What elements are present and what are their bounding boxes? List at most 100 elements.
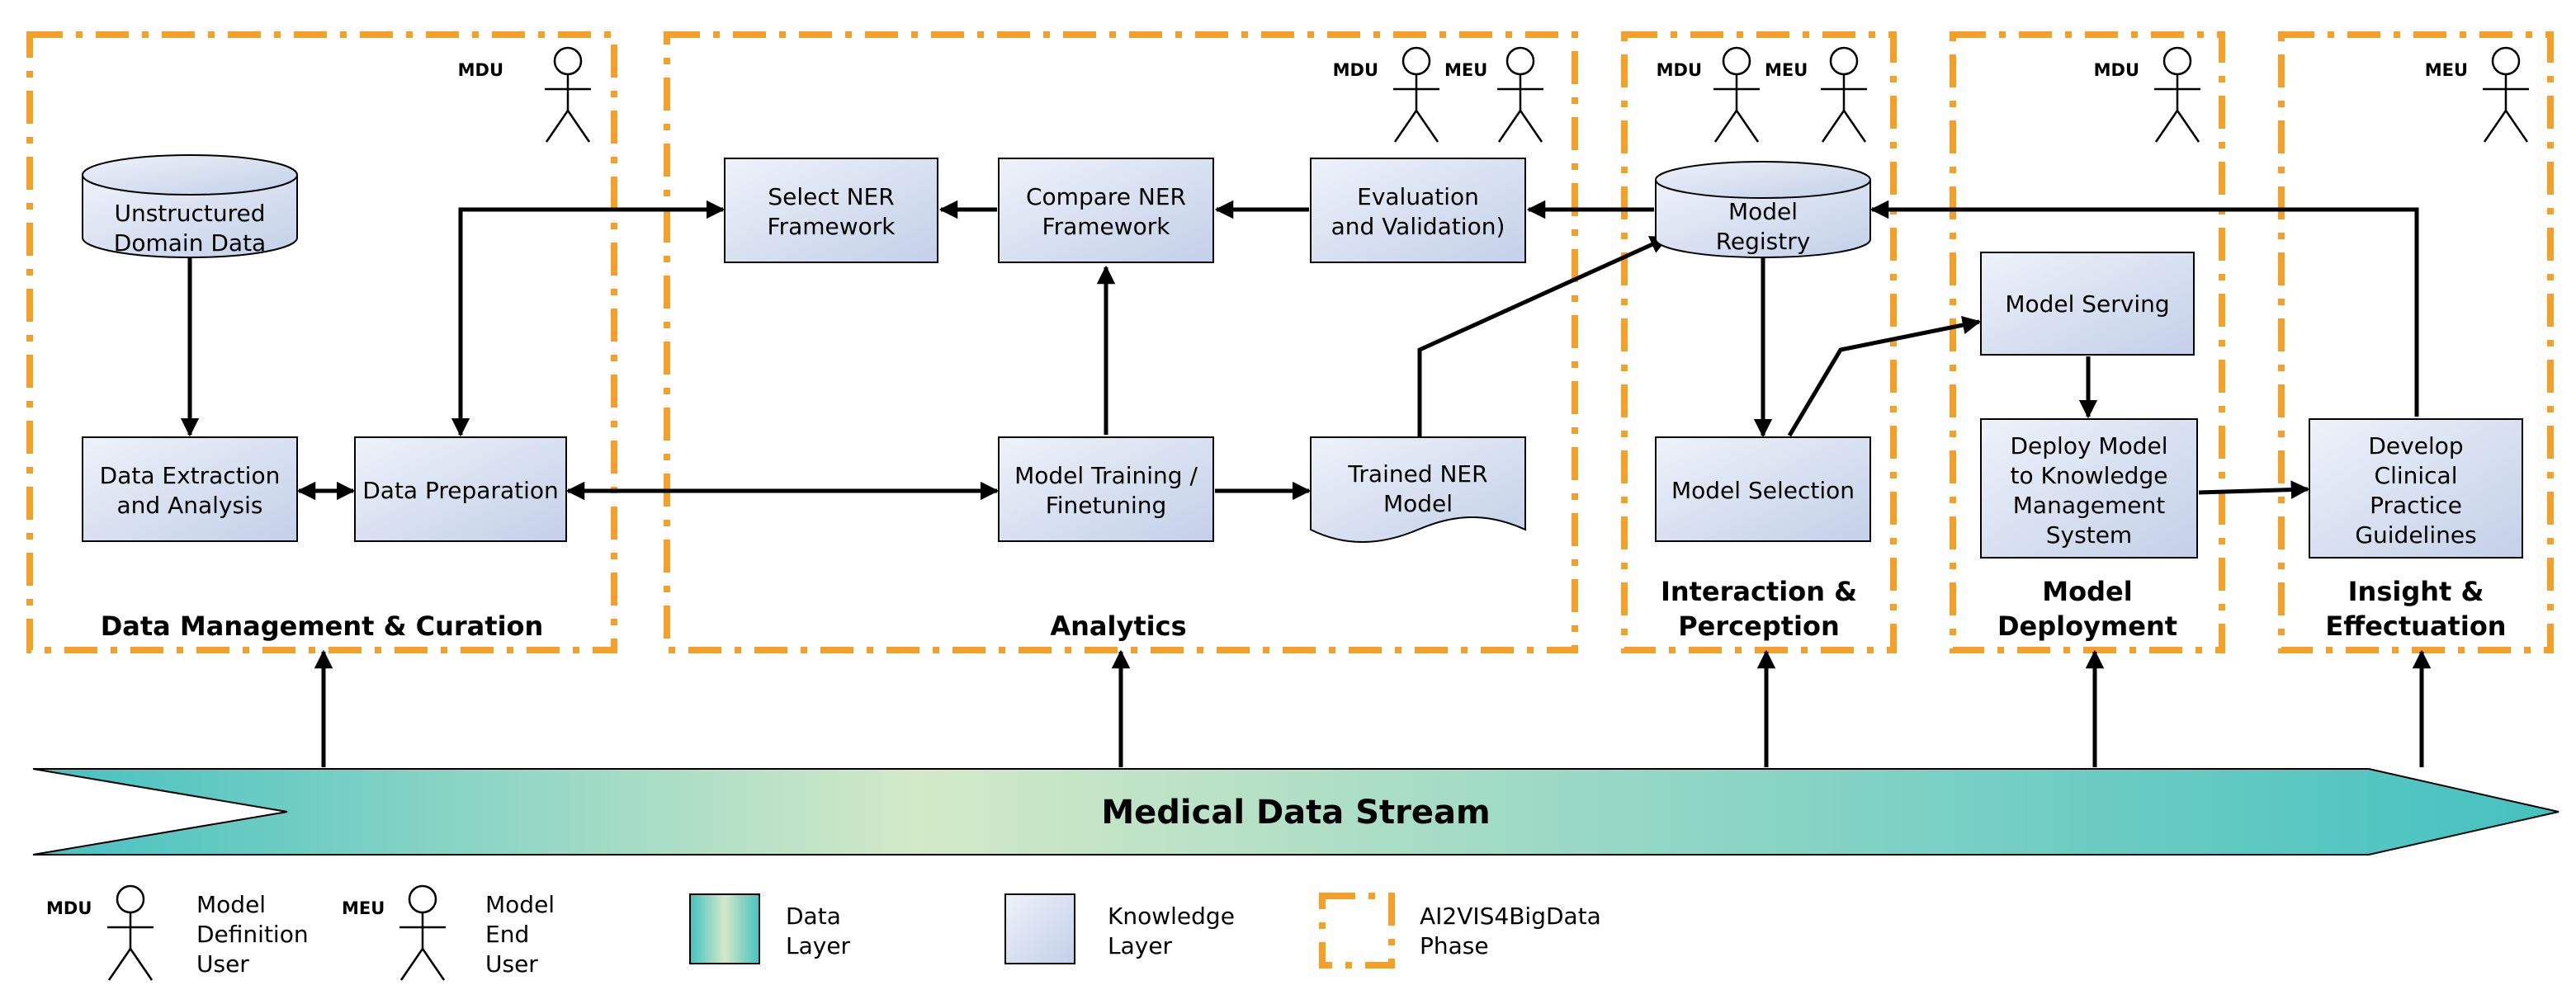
node-label: Select NER bbox=[768, 183, 894, 210]
legend-label-line-3: User bbox=[196, 950, 249, 978]
node-label: Develop bbox=[2368, 432, 2463, 460]
connectors bbox=[180, 200, 2432, 767]
mdu-actor-icon bbox=[1392, 46, 1441, 144]
legend-label-line-2: Phase bbox=[1420, 932, 1489, 959]
phase-title: Insight & bbox=[2348, 576, 2484, 607]
node-label-line-2: and Analysis bbox=[117, 492, 263, 519]
legend: MDU Model Definition User MEU Model End … bbox=[46, 884, 1601, 982]
role-label-meu: MEU bbox=[1444, 60, 1487, 80]
mdu-actor-icon bbox=[2153, 46, 2202, 144]
node-label: Model Serving bbox=[2005, 290, 2169, 318]
node-box bbox=[354, 436, 567, 542]
arrow-trained-to-registry bbox=[1417, 235, 1670, 446]
node-data-extraction: Data Extraction and Analysis bbox=[82, 436, 298, 542]
medical-data-stream: Medical Data Stream bbox=[32, 768, 2559, 856]
phase-border bbox=[26, 31, 617, 653]
legend-label: AI2VIS4BigData bbox=[1420, 903, 1601, 930]
node-label-line-4: Guidelines bbox=[2355, 521, 2476, 549]
legend-role-label: MDU bbox=[46, 898, 92, 918]
node-select-ner-framework: Select NER Framework bbox=[724, 158, 938, 263]
cylinder-top bbox=[1655, 161, 1871, 199]
node-box bbox=[2309, 418, 2523, 559]
role-label-meu: MEU bbox=[1765, 60, 1808, 80]
node-label: Deploy Model bbox=[2010, 432, 2167, 460]
node-label: Trained NER bbox=[1347, 460, 1487, 488]
node-unstructured-domain-data: Unstructured Domain Data bbox=[82, 154, 298, 258]
legend-label-line-2: Layer bbox=[1108, 932, 1173, 959]
legend-knowledge-swatch bbox=[1004, 893, 1075, 964]
cylinder-body bbox=[1655, 180, 1871, 258]
legend-label: Data bbox=[786, 903, 841, 930]
node-label: Evaluation bbox=[1357, 183, 1479, 210]
node-model-serving: Model Serving bbox=[1980, 252, 2195, 356]
role-label-mdu: MDU bbox=[458, 60, 503, 80]
node-box bbox=[998, 158, 1214, 263]
node-box bbox=[1655, 436, 1871, 542]
node-model-training: Model Training / Finetuning bbox=[998, 436, 1214, 542]
phase-interaction-perception: Interaction & Perception MDU MEU bbox=[1621, 31, 1897, 653]
legend-meu: MEU Model End User bbox=[342, 884, 555, 982]
role-label-meu: MEU bbox=[2425, 60, 2468, 80]
node-model-selection: Model Selection bbox=[1655, 436, 1871, 542]
node-trained-ner-model: Trained NER Model bbox=[1310, 436, 1526, 543]
meu-actor-icon bbox=[398, 884, 447, 982]
node-label-line-2: and Validation) bbox=[1331, 213, 1505, 240]
node-model-registry: Model Registry bbox=[1655, 161, 1871, 258]
phase-title: Analytics bbox=[1050, 610, 1186, 642]
legend-data-swatch bbox=[689, 893, 760, 964]
legend-label: Model bbox=[196, 891, 266, 918]
role-label-mdu: MDU bbox=[1657, 60, 1702, 80]
meu-actor-icon bbox=[2481, 46, 2531, 144]
legend-knowledge-layer: Knowledge Layer bbox=[1004, 893, 1235, 964]
node-label-line-2: Finetuning bbox=[1046, 492, 1167, 519]
role-label-mdu: MDU bbox=[1333, 60, 1378, 80]
node-label-line-4: System bbox=[2046, 521, 2132, 549]
legend-data-layer: Data Layer bbox=[689, 893, 851, 964]
legend-label-line-3: User bbox=[485, 950, 538, 978]
role-label-mdu: MDU bbox=[2094, 60, 2139, 80]
node-deploy-model: Deploy Model to Knowledge Management Sys… bbox=[1980, 418, 2198, 559]
phase-title-line-2: Effectuation bbox=[2325, 610, 2506, 642]
cylinder-top bbox=[82, 154, 298, 196]
mdu-actor-icon bbox=[1712, 46, 1761, 144]
node-evaluation-validation: Evaluation and Validation) bbox=[1310, 158, 1526, 263]
legend-role-label: MEU bbox=[342, 898, 385, 918]
phase-title-line-2: Deployment bbox=[1997, 610, 2177, 642]
node-box bbox=[1310, 158, 1526, 263]
legend-label-line-2: End bbox=[485, 921, 529, 948]
legend-phase: AI2VIS4BigData Phase bbox=[1319, 893, 1601, 969]
cylinder-body bbox=[82, 175, 298, 258]
meu-actor-icon bbox=[1819, 46, 1869, 144]
stream-arrow-shape bbox=[32, 768, 2559, 856]
node-label-line-2: Framework bbox=[768, 213, 896, 240]
node-label-line-2: Model bbox=[1383, 490, 1453, 517]
phase-title: Interaction & bbox=[1661, 576, 1857, 607]
node-develop-guidelines: Develop Clinical Practice Guidelines bbox=[2309, 418, 2523, 559]
node-label-line-3: Management bbox=[2013, 492, 2165, 519]
legend-label: Model bbox=[485, 891, 555, 918]
legend-mdu: MDU Model Definition User bbox=[46, 884, 309, 982]
node-label: Data Extraction bbox=[100, 462, 281, 489]
node-label: Model Training / bbox=[1014, 462, 1198, 489]
phase-title: Data Management & Curation bbox=[101, 610, 544, 642]
node-box bbox=[1980, 418, 2198, 559]
legend-label-line-2: Layer bbox=[786, 932, 851, 959]
node-data-preparation: Data Preparation bbox=[354, 436, 567, 542]
node-label: Model Selection bbox=[1671, 477, 1855, 504]
node-box bbox=[82, 436, 298, 542]
arrow-develop-to-registry bbox=[1869, 200, 2419, 417]
phase-border bbox=[1621, 31, 1897, 653]
arrow-selection-to-serving bbox=[1787, 315, 1982, 437]
phase-title-line-2: Perception bbox=[1678, 610, 1840, 642]
phase-title: Model bbox=[2042, 576, 2132, 607]
node-label: Compare NER bbox=[1026, 183, 1186, 210]
legend-label: Knowledge bbox=[1108, 903, 1235, 930]
node-label: Model bbox=[1728, 198, 1798, 225]
phase-model-deployment: Model Deployment MDU bbox=[1950, 31, 2225, 653]
arrow-select-preparation bbox=[451, 200, 726, 437]
node-box bbox=[1980, 252, 2195, 356]
node-label-line-2: Framework bbox=[1042, 213, 1171, 240]
node-label-line-2: Clinical bbox=[2375, 462, 2458, 489]
node-label-line-2: to Knowledge bbox=[2011, 462, 2168, 489]
